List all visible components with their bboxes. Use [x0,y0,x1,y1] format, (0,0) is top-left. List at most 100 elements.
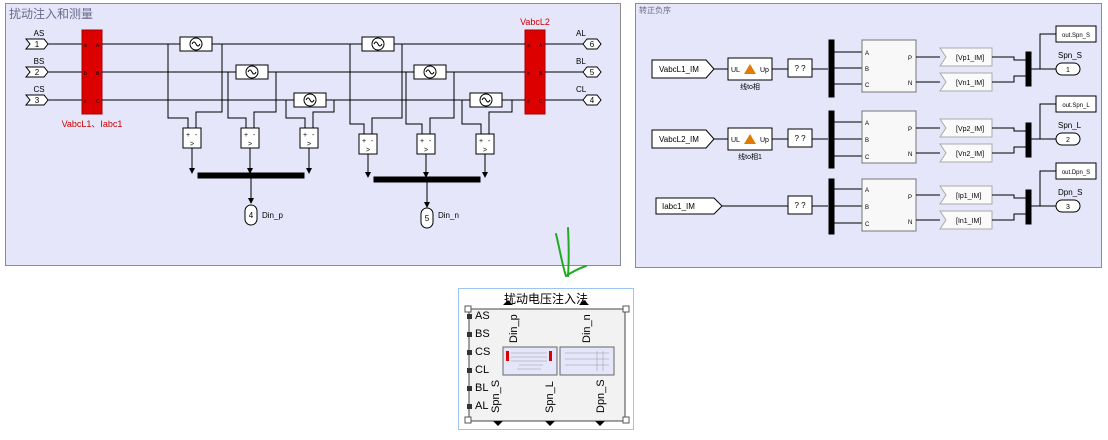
svg-text:A: A [865,121,869,127]
svg-text:-: - [371,138,374,145]
mux-1[interactable] [1025,51,1032,87]
from-block-2[interactable]: VabcL2_IM [651,129,715,149]
port-in-3[interactable]: 3 CS [24,85,49,106]
sub-out-din-n: Din_n [581,314,593,343]
ac-source-2[interactable] [235,64,269,80]
measurement-block-1[interactable]: a b c A B C [81,29,103,115]
svg-text:>: > [248,141,252,148]
meas1-a: a [84,43,87,49]
svg-text:+: + [303,132,307,139]
mux-bar-n[interactable] [373,176,481,183]
svg-text:out.Spn_L: out.Spn_L [1062,103,1090,109]
sum-block-1[interactable]: +-> [182,127,202,149]
meas2-label: VabcL2 [520,17,550,27]
demux-2[interactable] [828,110,835,169]
sub-in-cs: CS [475,346,490,358]
svg-text:+: + [244,132,248,139]
from-block-1[interactable]: VabcL1_IM [651,59,715,79]
sub-in-bl: BL [475,382,488,394]
outport-din-n[interactable]: 5 Din_n [420,207,459,229]
svg-text:B: B [865,205,869,211]
svg-text:-: - [488,138,491,145]
seq-block-3[interactable]: A B C P N [861,178,917,232]
outport-din-p-num: 4 [249,211,254,220]
svg-text:1: 1 [1066,67,1070,74]
fn-1-caption: 线to相 [740,82,760,91]
green-annotation [555,227,587,277]
meas1-c: c [84,99,87,105]
tag-in1[interactable]: [In1_IM] [939,210,993,230]
port-in-2[interactable]: 2 BS [24,57,49,78]
tag-vn1[interactable]: [Vn1_IM] [939,72,993,92]
meas1-A: A [96,43,100,49]
svg-text:P: P [908,127,912,133]
sub-out-spn-l: Spn_L [544,381,556,413]
svg-text:[Vp2_IM]: [Vp2_IM] [956,126,984,133]
right-panel-title: 转正负序 [639,6,671,15]
sum-block-3[interactable]: +-> [299,127,319,149]
svg-text:N: N [908,152,912,158]
ac-source-6[interactable] [469,92,503,108]
mux-3[interactable] [1025,189,1032,225]
ac-source-3[interactable] [293,92,327,108]
ac-source-4[interactable] [361,36,395,52]
measurement-block-2[interactable]: a b c A B C [524,29,546,115]
tag-ip1[interactable]: [Ip1_IM] [939,185,993,205]
meas2-c: c [527,99,530,105]
svg-text:? ?: ? ? [794,201,806,210]
svg-text:C: C [865,222,870,228]
svg-text:-: - [195,132,198,139]
goto-3[interactable]: out.Dpn_S [1055,162,1097,180]
fn-block-2[interactable]: UL Up [727,127,773,151]
tag-vp1[interactable]: [Vp1_IM] [939,47,993,67]
subsystem-block[interactable]: 扰动电压注入法 AS BS CS CL BL AL Din_p Din_n [458,288,634,430]
svg-text:P: P [908,56,912,62]
svg-text:UL: UL [731,137,740,144]
sub-out-spn-s: Spn_S [490,380,502,413]
svg-text:[Vn2_IM]: [Vn2_IM] [956,151,984,158]
port-in-1-label: AS [34,29,45,38]
ac-source-5[interactable] [413,64,447,80]
unknown-block-1[interactable]: ? ? [787,58,813,78]
sum-block-4[interactable]: +-> [358,133,378,155]
from-3-label: Iabc1_IM [662,202,695,211]
unknown-block-3[interactable]: ? ? [787,195,813,215]
svg-text:N: N [908,81,912,87]
demux-3[interactable] [828,178,835,235]
mux-2[interactable] [1025,122,1032,158]
tag-vp2[interactable]: [Vp2_IM] [939,118,993,138]
sum-block-6[interactable]: +-> [475,133,495,155]
svg-text:UL: UL [731,67,740,74]
port-out-4[interactable]: 4 CL [576,85,602,106]
goto-1[interactable]: out.Spn_S [1055,25,1097,43]
fn-block-1[interactable]: UL Up [727,57,773,81]
svg-text:-: - [312,132,315,139]
port-in-1[interactable]: 1 AS [24,29,49,50]
svg-text:2: 2 [1066,137,1070,144]
from-block-3[interactable]: Iabc1_IM [655,197,723,215]
unknown-block-2[interactable]: ? ? [787,128,813,148]
mux-bar-p[interactable] [197,172,305,179]
outport-din-p[interactable]: 4 Din_p [244,204,283,226]
svg-text:[Vn1_IM]: [Vn1_IM] [956,80,984,87]
seq-block-1[interactable]: A B C P N [861,39,917,93]
svg-text:P: P [908,195,912,201]
ac-source-1[interactable] [179,36,213,52]
sum-block-2[interactable]: +-> [240,127,260,149]
svg-text:A: A [865,51,869,57]
svg-text:out.Dpn_S: out.Dpn_S [1062,170,1090,176]
goto-2[interactable]: out.Spn_L [1055,95,1097,113]
sum-block-5[interactable]: +-> [416,133,436,155]
svg-text:B: B [865,67,869,73]
port-out-6[interactable]: 6 AL [576,29,602,50]
port-out-5[interactable]: 5 BL [576,57,602,78]
seq-block-2[interactable]: A B C P N [861,110,917,164]
svg-text:>: > [424,147,428,154]
port-in-1-num: 1 [35,40,40,49]
demux-1[interactable] [828,39,835,98]
port-out-5-label: BL [576,57,586,66]
tag-vn2[interactable]: [Vn2_IM] [939,143,993,163]
